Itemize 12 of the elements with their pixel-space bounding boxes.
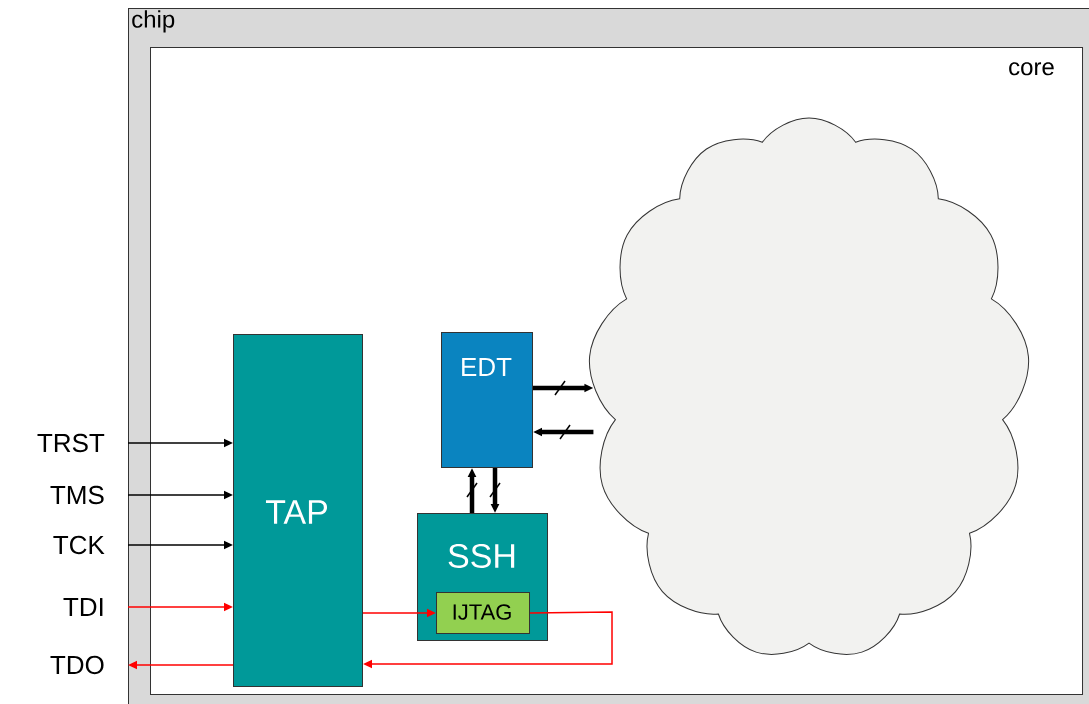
signal-label: TRST <box>37 433 105 453</box>
block-label: IJTAG <box>453 604 511 620</box>
block-label: chip <box>132 10 175 33</box>
block-label: SSH <box>448 543 515 569</box>
block-label: TAP <box>265 500 328 524</box>
signal-label: TDO <box>50 655 104 675</box>
signal-label: TDI <box>63 598 103 616</box>
cloud <box>588 117 1030 655</box>
signal-label: TMS <box>50 485 104 505</box>
block-label: core <box>1009 62 1054 76</box>
signal-label: TCK <box>53 535 105 555</box>
block-label: EDT <box>462 358 512 376</box>
